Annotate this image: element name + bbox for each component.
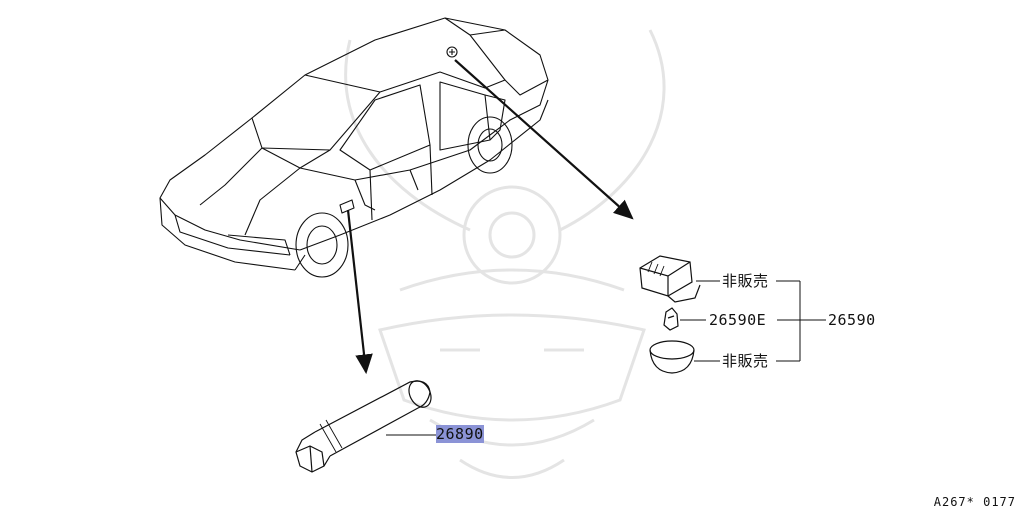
leader-arrows bbox=[346, 59, 634, 375]
lamp-socket-illustration bbox=[639, 255, 701, 303]
part-label-26890[interactable]: 26890 bbox=[436, 425, 484, 443]
car-illustration bbox=[159, 17, 549, 278]
bulb-illustration bbox=[663, 307, 679, 331]
lens-illustration bbox=[649, 340, 695, 374]
diagram-reference-code: A267* 0177 bbox=[933, 495, 1016, 509]
part-label-not-for-sale-socket: 非販売 bbox=[722, 272, 769, 290]
part-label-26590e[interactable]: 26590E bbox=[709, 311, 767, 329]
watermark-emblem bbox=[344, 29, 666, 479]
side-lamp-illustration bbox=[295, 380, 432, 473]
part-label-26590[interactable]: 26590 bbox=[828, 311, 876, 329]
callout-lines bbox=[386, 280, 826, 436]
highlighted-part-number[interactable]: 26890 bbox=[436, 425, 484, 443]
part-label-not-for-sale-lens: 非販売 bbox=[722, 352, 769, 370]
